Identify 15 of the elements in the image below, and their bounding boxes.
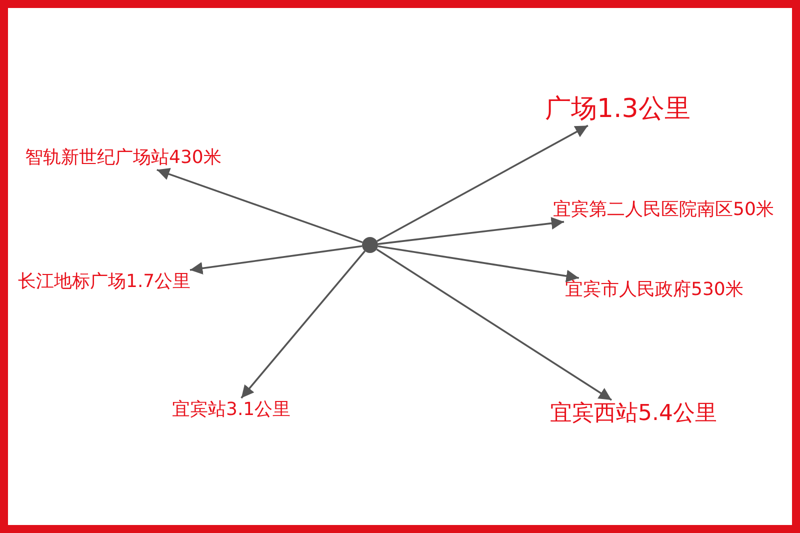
place-label: 宜宾第二人民医院南区50米	[553, 200, 774, 220]
arrow	[378, 245, 580, 282]
arrow	[240, 250, 366, 399]
arrow	[156, 168, 363, 244]
place-label: 宜宾市人民政府530米	[565, 280, 744, 300]
arrow	[378, 217, 564, 245]
place-label: 广场1.3公里	[545, 95, 690, 124]
place-label: 长江地标广场1.7公里	[18, 272, 191, 292]
place-label: 智轨新世纪广场站430米	[25, 148, 222, 168]
arrow	[190, 245, 362, 274]
hub-dot	[362, 237, 378, 253]
place-label: 宜宾站3.1公里	[172, 400, 291, 420]
arrow	[376, 248, 612, 401]
arrow	[376, 124, 588, 242]
place-label: 宜宾西站5.4公里	[550, 402, 717, 426]
